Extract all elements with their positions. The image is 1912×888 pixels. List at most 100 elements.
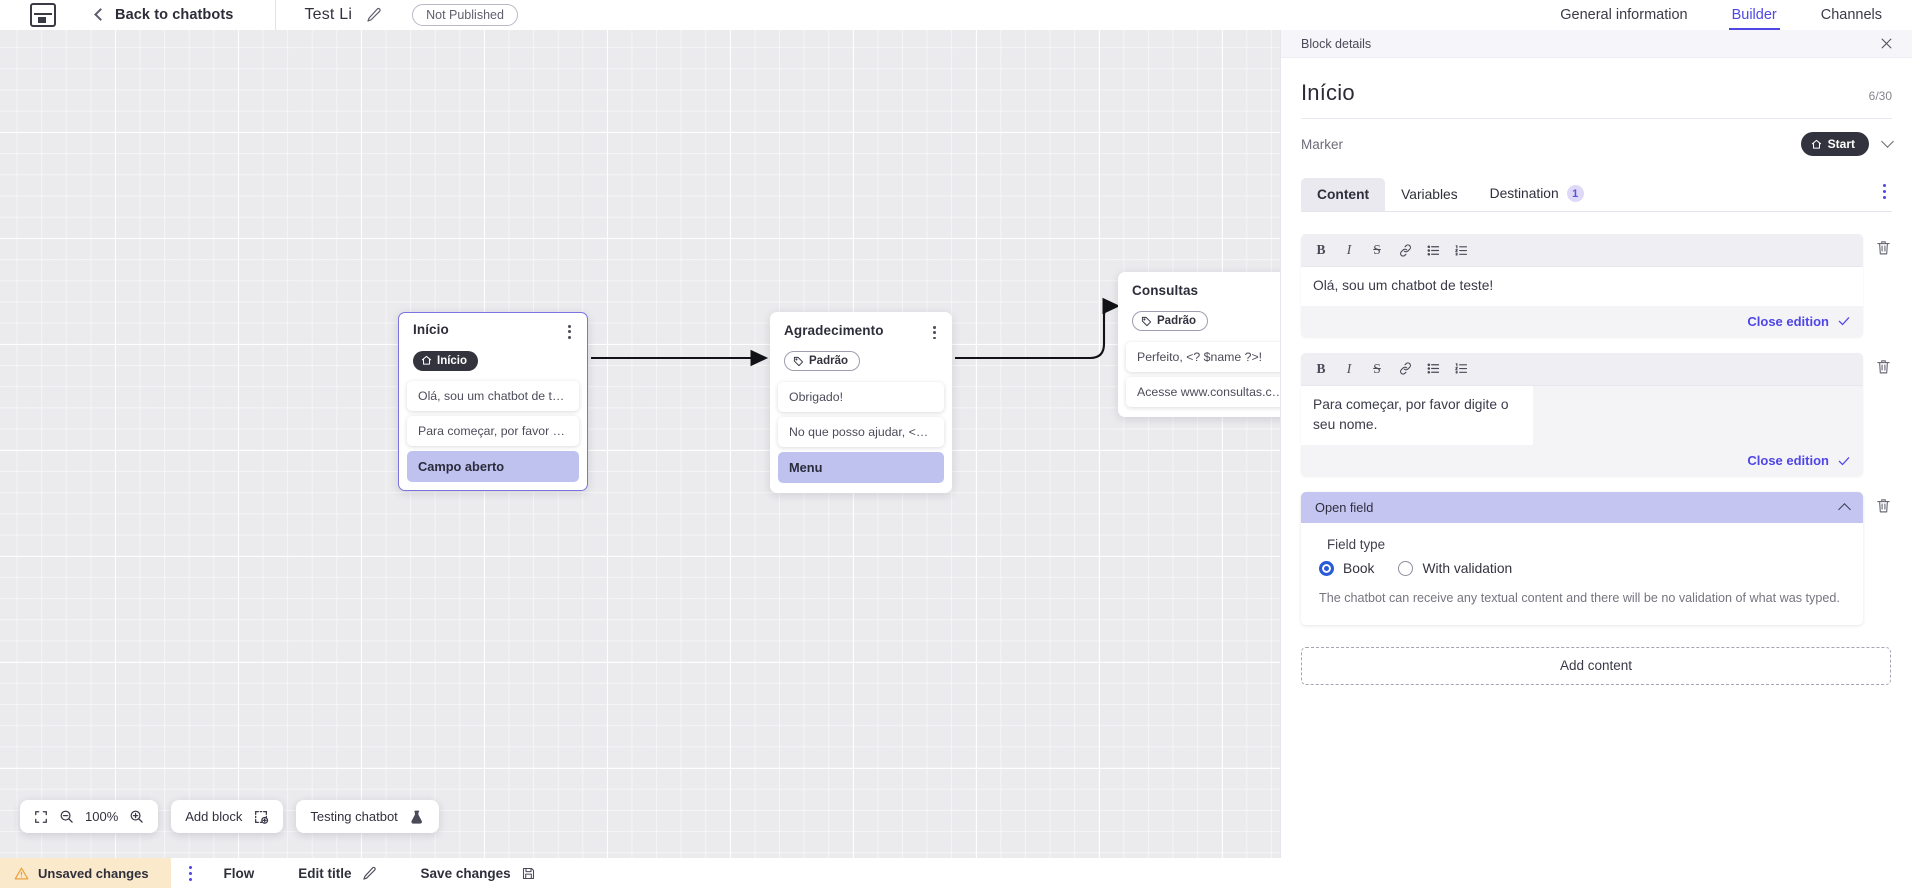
delete-open-field-icon[interactable] xyxy=(1875,492,1892,514)
block-title: Início xyxy=(413,322,449,338)
block-name-counter: 6/30 xyxy=(1868,89,1892,103)
rich-text-editor[interactable]: B I S Para começar, por favor di xyxy=(1301,352,1863,477)
radio-option-book[interactable]: Book xyxy=(1319,561,1374,577)
block-row[interactable]: Acesse www.consultas.com par... xyxy=(1126,376,1300,407)
block-row[interactable]: Perfeito, <? $name ?>! xyxy=(1126,341,1300,372)
bottom-more-options-kebab-icon[interactable] xyxy=(179,858,202,888)
home-icon xyxy=(421,355,432,365)
numbered-list-icon[interactable] xyxy=(1447,358,1475,380)
delete-content-icon[interactable] xyxy=(1875,234,1892,256)
bullet-list-icon[interactable] xyxy=(1419,239,1447,261)
zoom-in-icon[interactable] xyxy=(129,809,144,824)
block-row[interactable]: No que posso ajudar, <? $name ... xyxy=(778,416,944,447)
home-icon xyxy=(1811,139,1821,149)
block-row-highlighted[interactable]: Campo aberto xyxy=(407,451,579,483)
flow-block-consultas[interactable]: Consultas Padrão Perfeito, <? $name ?>! … xyxy=(1118,272,1308,417)
numbered-list-icon[interactable] xyxy=(1447,239,1475,261)
close-icon[interactable] xyxy=(1879,36,1894,51)
rich-text-editor[interactable]: B I S Olá, sou um chatbot de tes xyxy=(1301,234,1863,337)
bullet-list-icon[interactable] xyxy=(1419,358,1447,380)
panel-content: B I S Olá, sou um chatbot de tes xyxy=(1281,212,1912,685)
unsaved-changes-label: Unsaved changes xyxy=(38,865,149,881)
close-edition-button[interactable]: Close edition xyxy=(1747,453,1829,469)
marker-start-label: Start xyxy=(1827,137,1855,151)
editor-text[interactable]: Para começar, por favor digite o seu nom… xyxy=(1301,385,1533,446)
editor-text[interactable]: Olá, sou um chatbot de teste! xyxy=(1301,267,1863,306)
block-row-highlighted[interactable]: Menu xyxy=(778,451,944,483)
block-header: Início xyxy=(399,322,587,341)
bold-icon[interactable]: B xyxy=(1316,242,1326,257)
open-field-header[interactable]: Open field xyxy=(1301,492,1863,524)
tab-variables[interactable]: Variables xyxy=(1385,178,1474,211)
open-field-item: Open field Field type Book Wi xyxy=(1301,492,1892,625)
chevron-down-icon[interactable] xyxy=(1881,135,1894,148)
close-edition-button[interactable]: Close edition xyxy=(1747,313,1829,329)
tab-content[interactable]: Content xyxy=(1301,178,1386,211)
block-rows: Obrigado! No que posso ajudar, <? $name … xyxy=(770,381,952,483)
block-marker-badge-label: Início xyxy=(437,354,468,367)
add-content-button[interactable]: Add content xyxy=(1301,646,1891,685)
content-editor-item: B I S Para começar, por favor di xyxy=(1301,352,1892,477)
edit-title-button[interactable]: Edit title xyxy=(276,858,398,888)
italic-icon[interactable]: I xyxy=(1346,360,1352,376)
radio-with-validation-input[interactable] xyxy=(1398,561,1414,577)
strikethrough-icon[interactable]: S xyxy=(1373,360,1381,376)
block-menu-kebab-icon[interactable] xyxy=(931,323,938,342)
delete-content-icon[interactable] xyxy=(1875,353,1892,375)
block-title: Consultas xyxy=(1132,283,1199,298)
publish-status-badge: Not Published xyxy=(412,4,518,26)
radio-option-with-validation[interactable]: With validation xyxy=(1398,561,1513,577)
block-menu-kebab-icon[interactable] xyxy=(566,322,573,341)
add-block-button[interactable]: Add block xyxy=(171,800,284,833)
back-to-chatbots-button[interactable]: Back to chatbots xyxy=(94,7,233,23)
warning-triangle-icon xyxy=(14,866,29,881)
block-badge-row: Padrão xyxy=(1118,302,1308,332)
testing-chatbot-button[interactable]: Testing chatbot xyxy=(296,800,439,833)
zoom-level-label: 100% xyxy=(85,809,119,824)
editor-toolbar: B I S xyxy=(1301,234,1863,267)
block-badge-row: Padrão xyxy=(770,342,952,372)
block-row[interactable]: Olá, sou um chatbot de teste! xyxy=(407,381,579,412)
testing-chatbot-label: Testing chatbot xyxy=(310,809,398,824)
block-name-value[interactable]: Início xyxy=(1301,80,1355,105)
flow-block-agradecimento[interactable]: Agradecimento Padrão Obrigado! No que po… xyxy=(770,312,952,493)
marker-control: Start xyxy=(1800,132,1894,156)
open-field-card: Open field Field type Book Wi xyxy=(1301,492,1863,625)
app-logo[interactable] xyxy=(30,3,56,27)
flow-button[interactable]: Flow xyxy=(202,858,277,888)
flow-block-inicio[interactable]: Início Início Olá, sou um chatbot de tes… xyxy=(398,312,588,492)
panel-more-options-kebab-icon[interactable] xyxy=(1877,174,1892,211)
canvas-toolbar: 100% Add block Testing chatbot xyxy=(20,800,439,833)
save-changes-button[interactable]: Save changes xyxy=(399,858,558,888)
check-icon xyxy=(1837,314,1851,328)
bottom-actions: Flow Edit title Save changes xyxy=(170,858,1568,888)
tag-icon xyxy=(793,356,804,366)
edit-title-pencil-icon[interactable] xyxy=(366,7,382,23)
radio-book-input[interactable] xyxy=(1319,561,1334,577)
tab-destination[interactable]: Destination 1 xyxy=(1474,176,1600,211)
block-title: Agradecimento xyxy=(784,323,884,338)
marker-label: Marker xyxy=(1301,136,1344,152)
fit-screen-icon[interactable] xyxy=(34,810,48,824)
bold-icon[interactable]: B xyxy=(1316,360,1326,376)
block-row[interactable]: Para começar, por favor digite o ... xyxy=(407,416,579,447)
strikethrough-icon[interactable]: S xyxy=(1373,242,1381,257)
top-header: Back to chatbots Test Li Not Published G… xyxy=(0,0,1912,30)
block-row[interactable]: Obrigado! xyxy=(778,381,944,412)
radio-with-validation-label: With validation xyxy=(1422,561,1513,577)
field-type-label: Field type xyxy=(1327,537,1386,553)
tab-builder[interactable]: Builder xyxy=(1728,0,1780,30)
link-icon[interactable] xyxy=(1391,239,1419,261)
header-divider xyxy=(275,0,277,30)
italic-icon[interactable]: I xyxy=(1346,242,1352,257)
zoom-out-icon[interactable] xyxy=(59,809,74,824)
tab-channels[interactable]: Channels xyxy=(1820,7,1882,23)
marker-start-badge[interactable]: Start xyxy=(1800,132,1869,156)
chevron-up-icon[interactable] xyxy=(1838,503,1851,516)
save-icon xyxy=(521,866,536,881)
bottom-status-bar: Unsaved changes Flow Edit title Save cha… xyxy=(0,858,1568,888)
field-type-radio-group: Book With validation xyxy=(1319,561,1845,577)
tab-general-information[interactable]: General information xyxy=(1560,7,1688,23)
link-icon[interactable] xyxy=(1391,358,1419,380)
flask-icon xyxy=(409,809,425,825)
